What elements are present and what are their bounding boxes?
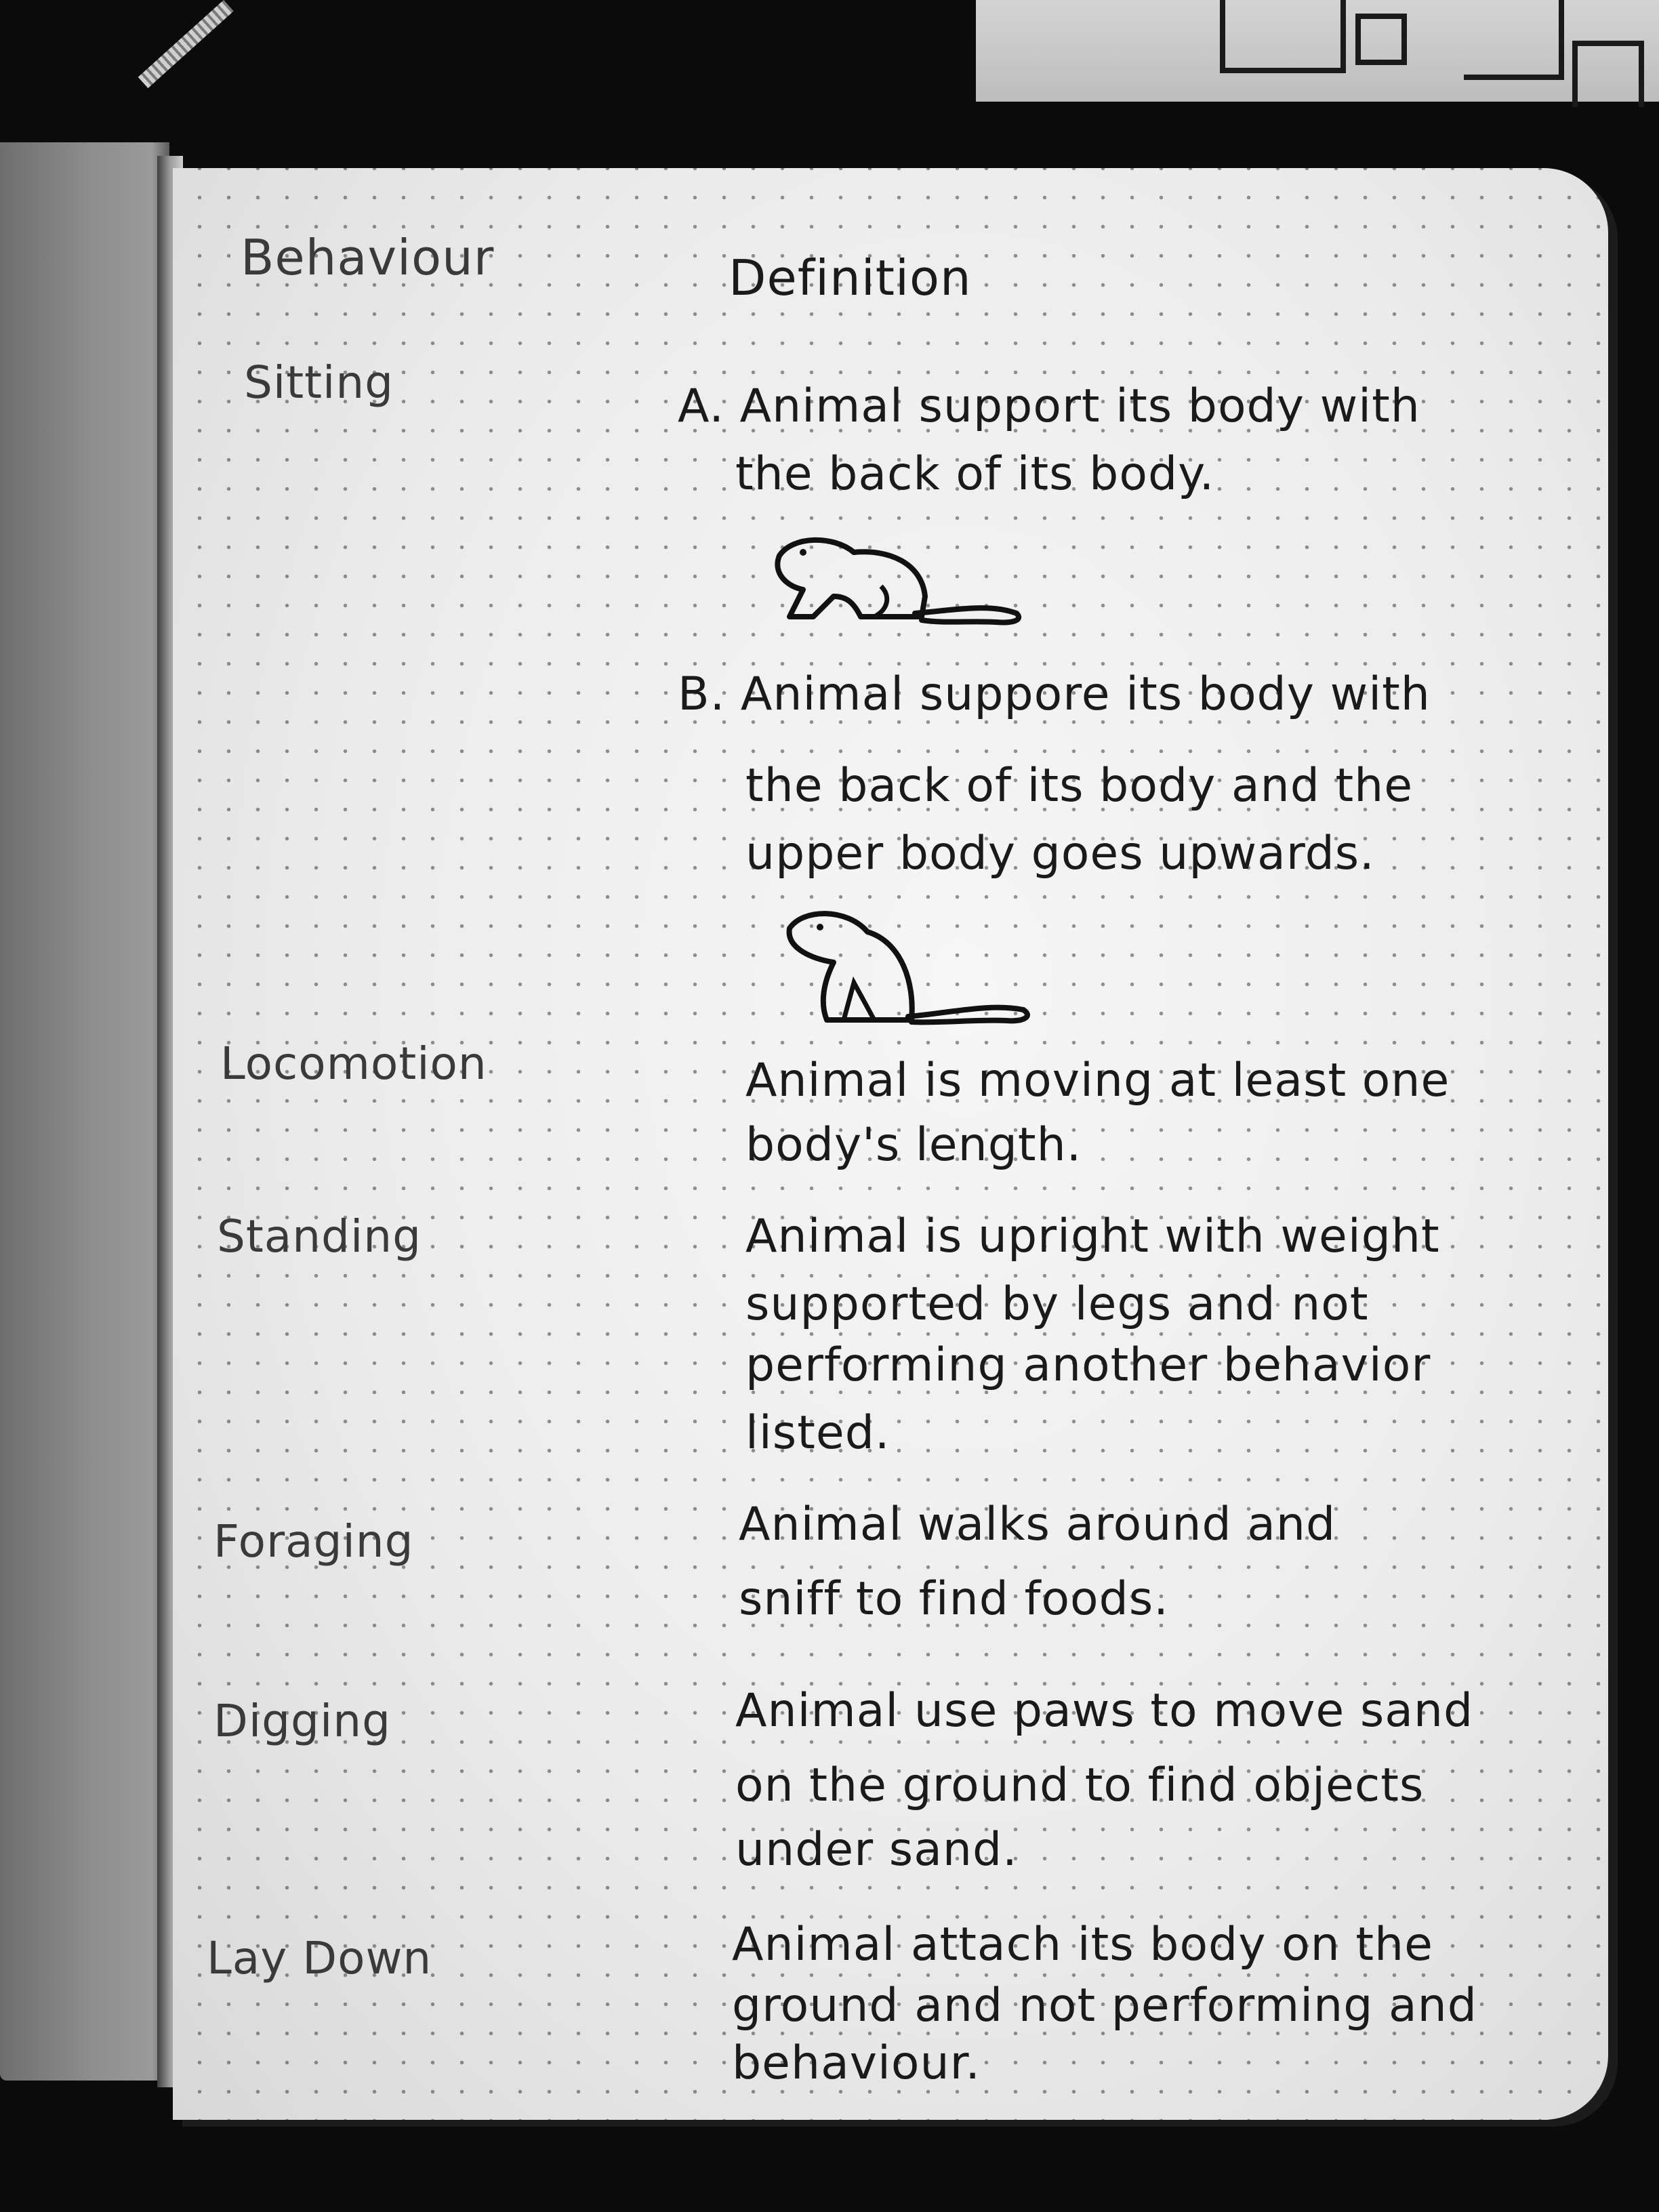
rodent-upright-icon [786,911,1030,1025]
definition-marker: B. [678,668,726,721]
definition-line: Animal walks around and [739,1498,1336,1551]
notebook-page [173,168,1608,2120]
term-foraging: Foraging [213,1515,414,1568]
definition-line: listed. [745,1406,890,1460]
definition-line: Animal suppore its body with [740,668,1431,721]
bookmark-ribbon [138,0,234,89]
definition-line: performing another behavior [745,1338,1431,1392]
definition-line: Animal support its body with [739,380,1420,433]
definition-line: Animal is upright with weight [745,1210,1440,1263]
definition-line: Animal is moving at least one [745,1054,1450,1107]
definition-header: Definition [729,249,972,306]
definition-line: the back of its body and the [745,759,1414,813]
definition-line: supported by legs and not [745,1277,1369,1331]
definition-line: upper body goes upwards. [745,827,1375,880]
rodent-sitting-icon [775,537,1022,626]
definition-line: behaviour. [732,2036,981,2090]
definition-marker: A. [678,380,724,433]
definition-line: on the ground to find objects [735,1759,1425,1812]
background-drawing-paper [976,0,1659,107]
term-sitting: Sitting [244,356,394,409]
dot-grid [173,168,1608,2120]
left-notebook-page [0,142,169,2081]
definition-line: Animal use paws to move sand [735,1684,1474,1738]
definition-sitting-a: A. Animal support its body with [678,373,1420,441]
term-digging: Digging [213,1695,392,1747]
definition-line: the back of its body. [735,447,1215,501]
definition-line: under sand. [735,1823,1018,1877]
definition-line: body's length. [745,1118,1082,1172]
term-lay-down: Lay Down [207,1932,432,1984]
definition-line: ground and not performing and [732,1979,1477,2032]
term-locomotion: Locomotion [220,1038,487,1090]
definition-line: sniff to find foods. [739,1572,1169,1626]
definition-line: Animal attach its body on the [732,1918,1433,1971]
definition-sitting-b: B. Animal suppore its body with [678,661,1431,729]
term-standing: Standing [217,1210,422,1263]
behaviour-header: Behaviour [241,229,495,286]
